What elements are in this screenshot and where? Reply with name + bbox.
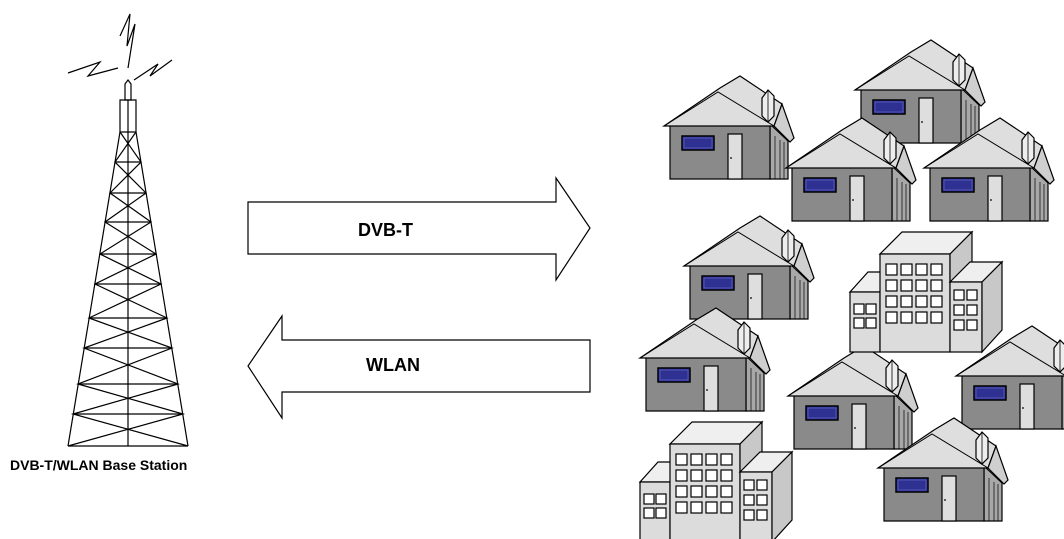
downlink-arrow: DVB-T [247, 176, 591, 283]
house-icon [683, 215, 815, 320]
radio-signal-icon [67, 13, 173, 81]
downlink-label: DVB-T [358, 220, 413, 240]
house-icon [639, 307, 771, 412]
uplink-label: WLAN [366, 355, 420, 375]
office-building-icon [639, 421, 793, 539]
office-building-icon [849, 231, 1003, 353]
house-icon [663, 75, 795, 180]
transmission-tower-icon [67, 13, 189, 447]
house-icon [787, 345, 919, 450]
base-station-label: DVB-T/WLAN Base Station [10, 457, 187, 473]
uplink-arrow: WLAN [247, 314, 591, 421]
